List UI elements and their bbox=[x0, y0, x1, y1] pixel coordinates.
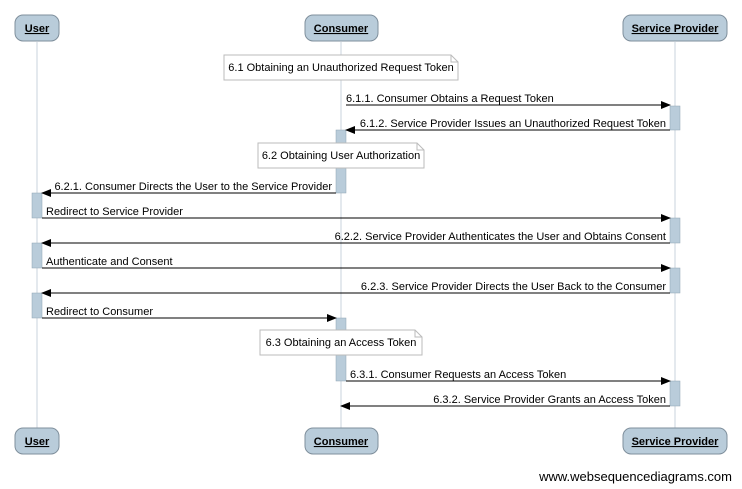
activation-bar bbox=[669, 105, 681, 131]
message-authenticate-and-consent: Authenticate and Consent bbox=[42, 256, 671, 272]
note-6-1: 6.1 Obtaining an Unauthorized Request To… bbox=[223, 54, 459, 81]
message-6-1-1: 6.1.1. Consumer Obtains a Request Token bbox=[346, 93, 671, 109]
activation-bar bbox=[669, 217, 681, 244]
participant-label: Service Provider bbox=[632, 436, 720, 448]
note-6-2: 6.2 Obtaining User Authorization bbox=[257, 142, 425, 169]
activation-bar bbox=[669, 267, 681, 294]
message-6-3-1: 6.3.1. Consumer Requests an Access Token bbox=[346, 369, 671, 385]
message-6-2-3: 6.2.3. Service Provider Directs the User… bbox=[41, 281, 670, 297]
message-label: 6.1.1. Consumer Obtains a Request Token bbox=[346, 93, 554, 105]
participant-service-provider-bottom: Service Provider bbox=[622, 427, 728, 455]
message-redirect-to-consumer: Redirect to Consumer bbox=[42, 306, 337, 322]
message-label: Redirect to Service Provider bbox=[46, 206, 183, 218]
participant-label: Service Provider bbox=[632, 23, 720, 35]
activation-bar bbox=[31, 242, 43, 269]
participant-consumer-bottom: Consumer bbox=[304, 427, 379, 455]
note-label: 6.3 Obtaining an Access Token bbox=[266, 337, 417, 349]
message-label: 6.2.3. Service Provider Directs the User… bbox=[361, 281, 666, 293]
note-label: 6.2 Obtaining User Authorization bbox=[262, 150, 420, 162]
participant-consumer-top: Consumer bbox=[304, 14, 379, 42]
note-6-3: 6.3 Obtaining an Access Token bbox=[259, 329, 423, 356]
participant-user-bottom: User bbox=[14, 427, 60, 455]
activation-bar bbox=[31, 292, 43, 319]
message-6-2-2: 6.2.2. Service Provider Authenticates th… bbox=[41, 231, 670, 247]
participant-user-top: User bbox=[14, 14, 60, 42]
note-label: 6.1 Obtaining an Unauthorized Request To… bbox=[228, 62, 453, 74]
message-6-1-2: 6.1.2. Service Provider Issues an Unauth… bbox=[345, 118, 670, 134]
message-label: 6.3.2. Service Provider Grants an Access… bbox=[433, 394, 666, 406]
participant-label: Consumer bbox=[314, 23, 369, 35]
activation-bar bbox=[669, 380, 681, 407]
message-label: Authenticate and Consent bbox=[46, 256, 173, 268]
activation-bar bbox=[31, 192, 43, 219]
participant-label: Consumer bbox=[314, 436, 369, 448]
participant-label: User bbox=[25, 436, 50, 448]
message-label: 6.2.2. Service Provider Authenticates th… bbox=[335, 231, 666, 243]
participant-label: User bbox=[25, 23, 50, 35]
message-label: 6.3.1. Consumer Requests an Access Token bbox=[350, 369, 566, 381]
message-6-2-1: 6.2.1. Consumer Directs the User to the … bbox=[41, 181, 336, 197]
message-6-3-2: 6.3.2. Service Provider Grants an Access… bbox=[340, 394, 670, 410]
message-label: 6.2.1. Consumer Directs the User to the … bbox=[54, 181, 332, 193]
watermark[interactable]: www.websequencediagrams.com bbox=[539, 469, 732, 484]
participant-service-provider-top: Service Provider bbox=[622, 14, 728, 42]
message-label: 6.1.2. Service Provider Issues an Unauth… bbox=[360, 118, 666, 130]
message-label: Redirect to Consumer bbox=[46, 306, 153, 318]
message-redirect-to-service-provider: Redirect to Service Provider bbox=[42, 206, 671, 222]
